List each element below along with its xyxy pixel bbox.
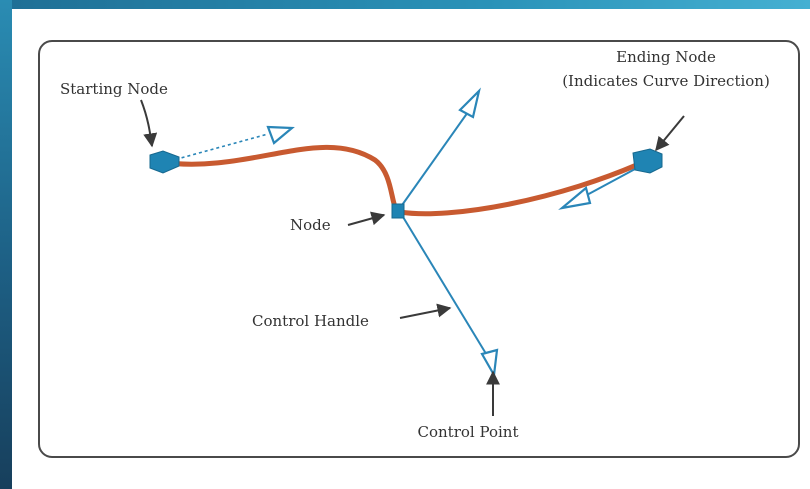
top-accent-band [0,0,810,9]
label-node: Node [290,216,331,234]
starting-handle-arrow-icon [266,125,295,145]
bezier-curve [157,144,651,217]
label-starting-node: Starting Node [60,80,168,98]
control-handle-lower-line [399,211,489,358]
node-pointer-arrow [347,211,386,226]
control-handle-pointer-arrow [399,303,452,319]
ending-handle-arrow-icon [558,186,592,210]
label-ending-node-subtitle: (Indicates Curve Direction) [562,72,770,90]
left-accent-band [0,0,12,489]
ending-node-icon [632,148,663,174]
control-point-arrow-icon [480,348,499,379]
middle-node-icon [391,203,405,219]
label-ending-node-title: Ending Node [616,48,716,66]
control-handle-upper-arrow-icon [458,87,481,119]
control-handle-upper-line [399,111,469,209]
starting-node-icon [149,150,180,174]
label-control-point: Control Point [418,423,519,441]
ending-node-pointer-arrow [655,115,685,152]
label-control-handle: Control Handle [252,312,369,330]
diagram-frame [38,40,800,458]
starting-handle-dotted-line [169,133,269,162]
starting-node-pointer-arrow [140,99,158,148]
